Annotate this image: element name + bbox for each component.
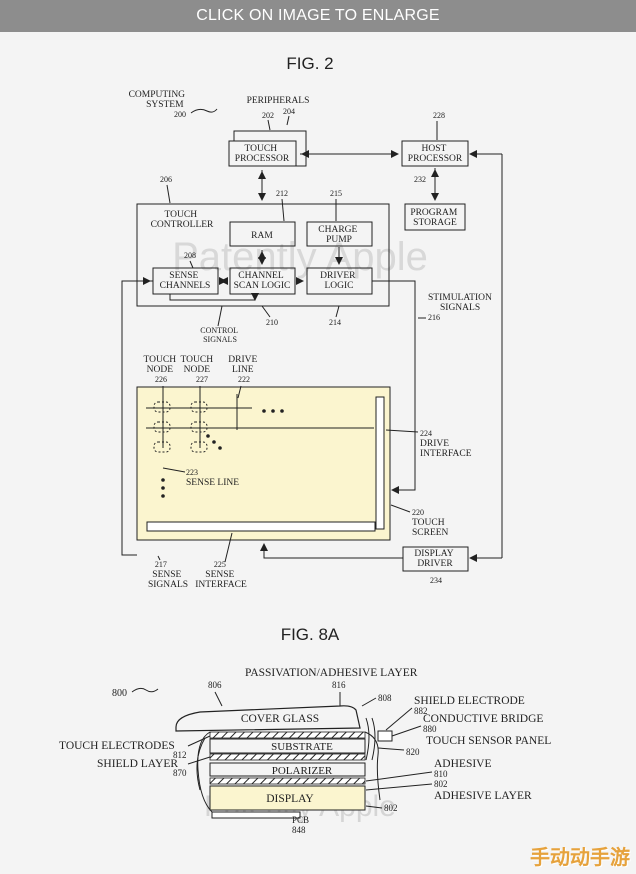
stimulation-signals-label: STIMULATION SIGNALS 216 [428,293,494,322]
control-signals-label: CONTROL SIGNALS [200,326,239,344]
enlarge-banner[interactable]: CLICK ON IMAGE TO ENLARGE [0,0,636,32]
cover-glass-shape [175,705,361,732]
ref-848: 848 [292,825,306,835]
ref-210: 210 [266,318,278,327]
ram-label: RAM [251,231,273,241]
ref-228: 228 [433,111,445,120]
ref-812: 812 [173,750,187,760]
ref-223: 223 [186,468,198,477]
ref-232: 232 [414,175,426,184]
driver-logic-label: DRIVER LOGIC [320,271,358,291]
substrate-label: SUBSTRATE [271,741,333,753]
touch-controller-box[interactable] [136,203,390,307]
ref-214: 214 [329,318,341,327]
sense-interface-label: 225 SENSE INTERFACE [195,560,247,590]
program-storage-box[interactable] [404,203,466,231]
shield-layer [209,753,366,761]
cover-glass-label: COVER GLASS [241,713,319,725]
display-label: DISPLAY [266,793,314,805]
touch-node-grid [146,394,374,453]
fig8a-title: FIG. 8A [281,625,340,644]
charge-pump-label: CHARGE PUMP [318,225,359,245]
adhesive-label: ADHESIVE [434,758,492,770]
sense-line-label: SENSE LINE [186,478,239,488]
display-driver-label: DISPLAY DRIVER [414,549,455,569]
computing-system-leader [190,108,218,114]
ref-800: 800 [112,688,127,699]
touch-electrodes-label: TOUCH ELECTRODES [59,740,175,752]
ref-816: 816 [332,680,346,690]
touch-controller-label: TOUCH CONTROLLER [151,210,214,230]
pcb-label: PCB [292,815,309,825]
ref-882: 882 [414,706,428,716]
ref-206: 206 [160,175,172,184]
corner-watermark: 手动动手游 [530,845,630,869]
touch-processor-box[interactable] [228,140,297,167]
touch-electrodes-layer [209,731,366,739]
substrate-layer [209,738,366,754]
ellipsis-dots [161,409,284,498]
pcb-shape [211,811,301,819]
channel-scan-logic-label: CHANNEL SCAN LOGIC [234,271,291,291]
shield-electrode-label: SHIELD ELECTRODE [414,695,525,707]
touch-node-226-label: TOUCH NODE 226 [144,355,179,384]
polarizer-label: POLARIZER [272,765,333,777]
passivation-label: PASSIVATION/ADHESIVE LAYER [245,667,418,679]
shield-layer-label: SHIELD LAYER [97,758,178,770]
drive-interface-bar [375,396,385,530]
sense-channels-label: SENSE CHANNELS [160,271,211,291]
ref-802-bottom: 802 [384,803,398,813]
ref-215: 215 [330,189,342,198]
touch-sensor-panel-label: TOUCH SENSOR PANEL [426,735,551,747]
touch-node-227-label: TOUCH NODE 227 [181,355,216,384]
display-driver-box[interactable] [402,546,469,572]
fig2-title: FIG. 2 [286,54,333,73]
adhesive-layer-label: ADHESIVE LAYER [434,790,532,802]
host-processor-box[interactable] [401,140,469,167]
ref-880: 880 [423,724,437,734]
touch-screen-label: 220 TOUCH SCREEN [412,508,449,538]
host-processor-label: HOST PROCESSOR [408,144,463,164]
ref-810: 810 [434,769,448,779]
ref-212: 212 [276,189,288,198]
drive-interface-label: 224 DRIVE INTERFACE [420,429,472,459]
ref-204: 204 [283,107,295,116]
peripherals-label: PERIPHERALS [247,96,310,106]
computing-system-label: COMPUTING SYSTEM 200 [129,90,188,119]
ref-820: 820 [406,747,420,757]
display-layer [209,785,366,811]
adhesive-layer [209,777,366,785]
charge-pump-box[interactable] [306,221,373,247]
ref-202: 202 [262,111,274,120]
ref-806: 806 [208,680,222,690]
conductive-bridge-label: CONDUCTIVE BRIDGE [423,713,543,725]
ref-234: 234 [430,576,442,585]
ref-208: 208 [184,251,196,260]
program-storage-label: PROGRAM STORAGE [410,208,459,228]
drive-line-label: DRIVE LINE 222 [228,355,259,384]
fig2-watermark: Patently Apple [172,235,428,279]
touch-processor-label: TOUCH PROCESSOR [235,144,290,164]
sense-signals-label: 217 SENSE SIGNALS [148,560,188,590]
ram-box[interactable] [229,221,296,247]
ref-870: 870 [173,768,187,778]
channel-scan-logic-box[interactable] [229,267,296,295]
sense-interface-bar [146,521,376,532]
ref-802: 802 [434,779,448,789]
conductive-bridge [377,730,393,742]
polarizer-layer [209,762,366,777]
ref-808: 808 [378,693,392,703]
